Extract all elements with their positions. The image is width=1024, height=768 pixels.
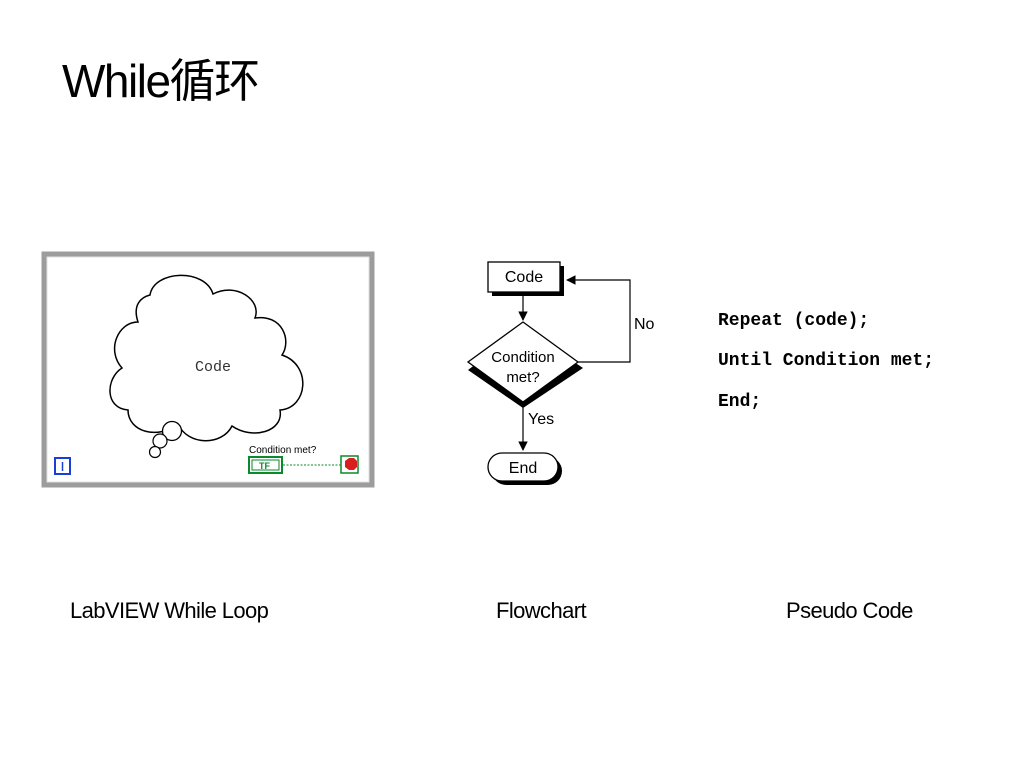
condition-line2: met? — [506, 369, 539, 386]
boolean-terminal-text: TF — [259, 461, 270, 471]
stop-terminal-icon — [340, 455, 359, 474]
pseudo-code-line-1: Repeat (code); — [718, 311, 870, 331]
flowchart-end-terminator: End — [487, 452, 562, 485]
cloud-code-label: Code — [195, 359, 231, 376]
code-cloud: Code — [109, 274, 304, 459]
condition-line1: Condition — [491, 349, 554, 366]
pseudo-code-line-3: End; — [718, 392, 762, 412]
yes-label: Yes — [528, 411, 554, 428]
slide-title: While循环 — [62, 55, 260, 107]
boolean-terminal: TF — [248, 456, 283, 474]
caption-pseudo-code: Pseudo Code — [786, 598, 913, 623]
flowchart-code-label: Code — [505, 269, 543, 286]
no-branch-line — [566, 275, 631, 363]
condition-met-label: Condition met? — [249, 445, 317, 456]
iteration-terminal-icon — [54, 457, 71, 475]
end-label: End — [509, 460, 537, 477]
flowchart-code-box: Code — [487, 261, 564, 296]
caption-flowchart: Flowchart — [496, 598, 587, 623]
caption-labview: LabVIEW While Loop — [70, 598, 269, 623]
flowchart: Code Condition met? No Yes End — [466, 261, 655, 485]
flowchart-condition-diamond: Condition met? — [466, 321, 583, 408]
pseudo-code-line-2: Until Condition met; — [718, 351, 935, 371]
no-label: No — [634, 316, 655, 333]
labview-while-loop: Code Condition met? TF — [41, 251, 375, 488]
